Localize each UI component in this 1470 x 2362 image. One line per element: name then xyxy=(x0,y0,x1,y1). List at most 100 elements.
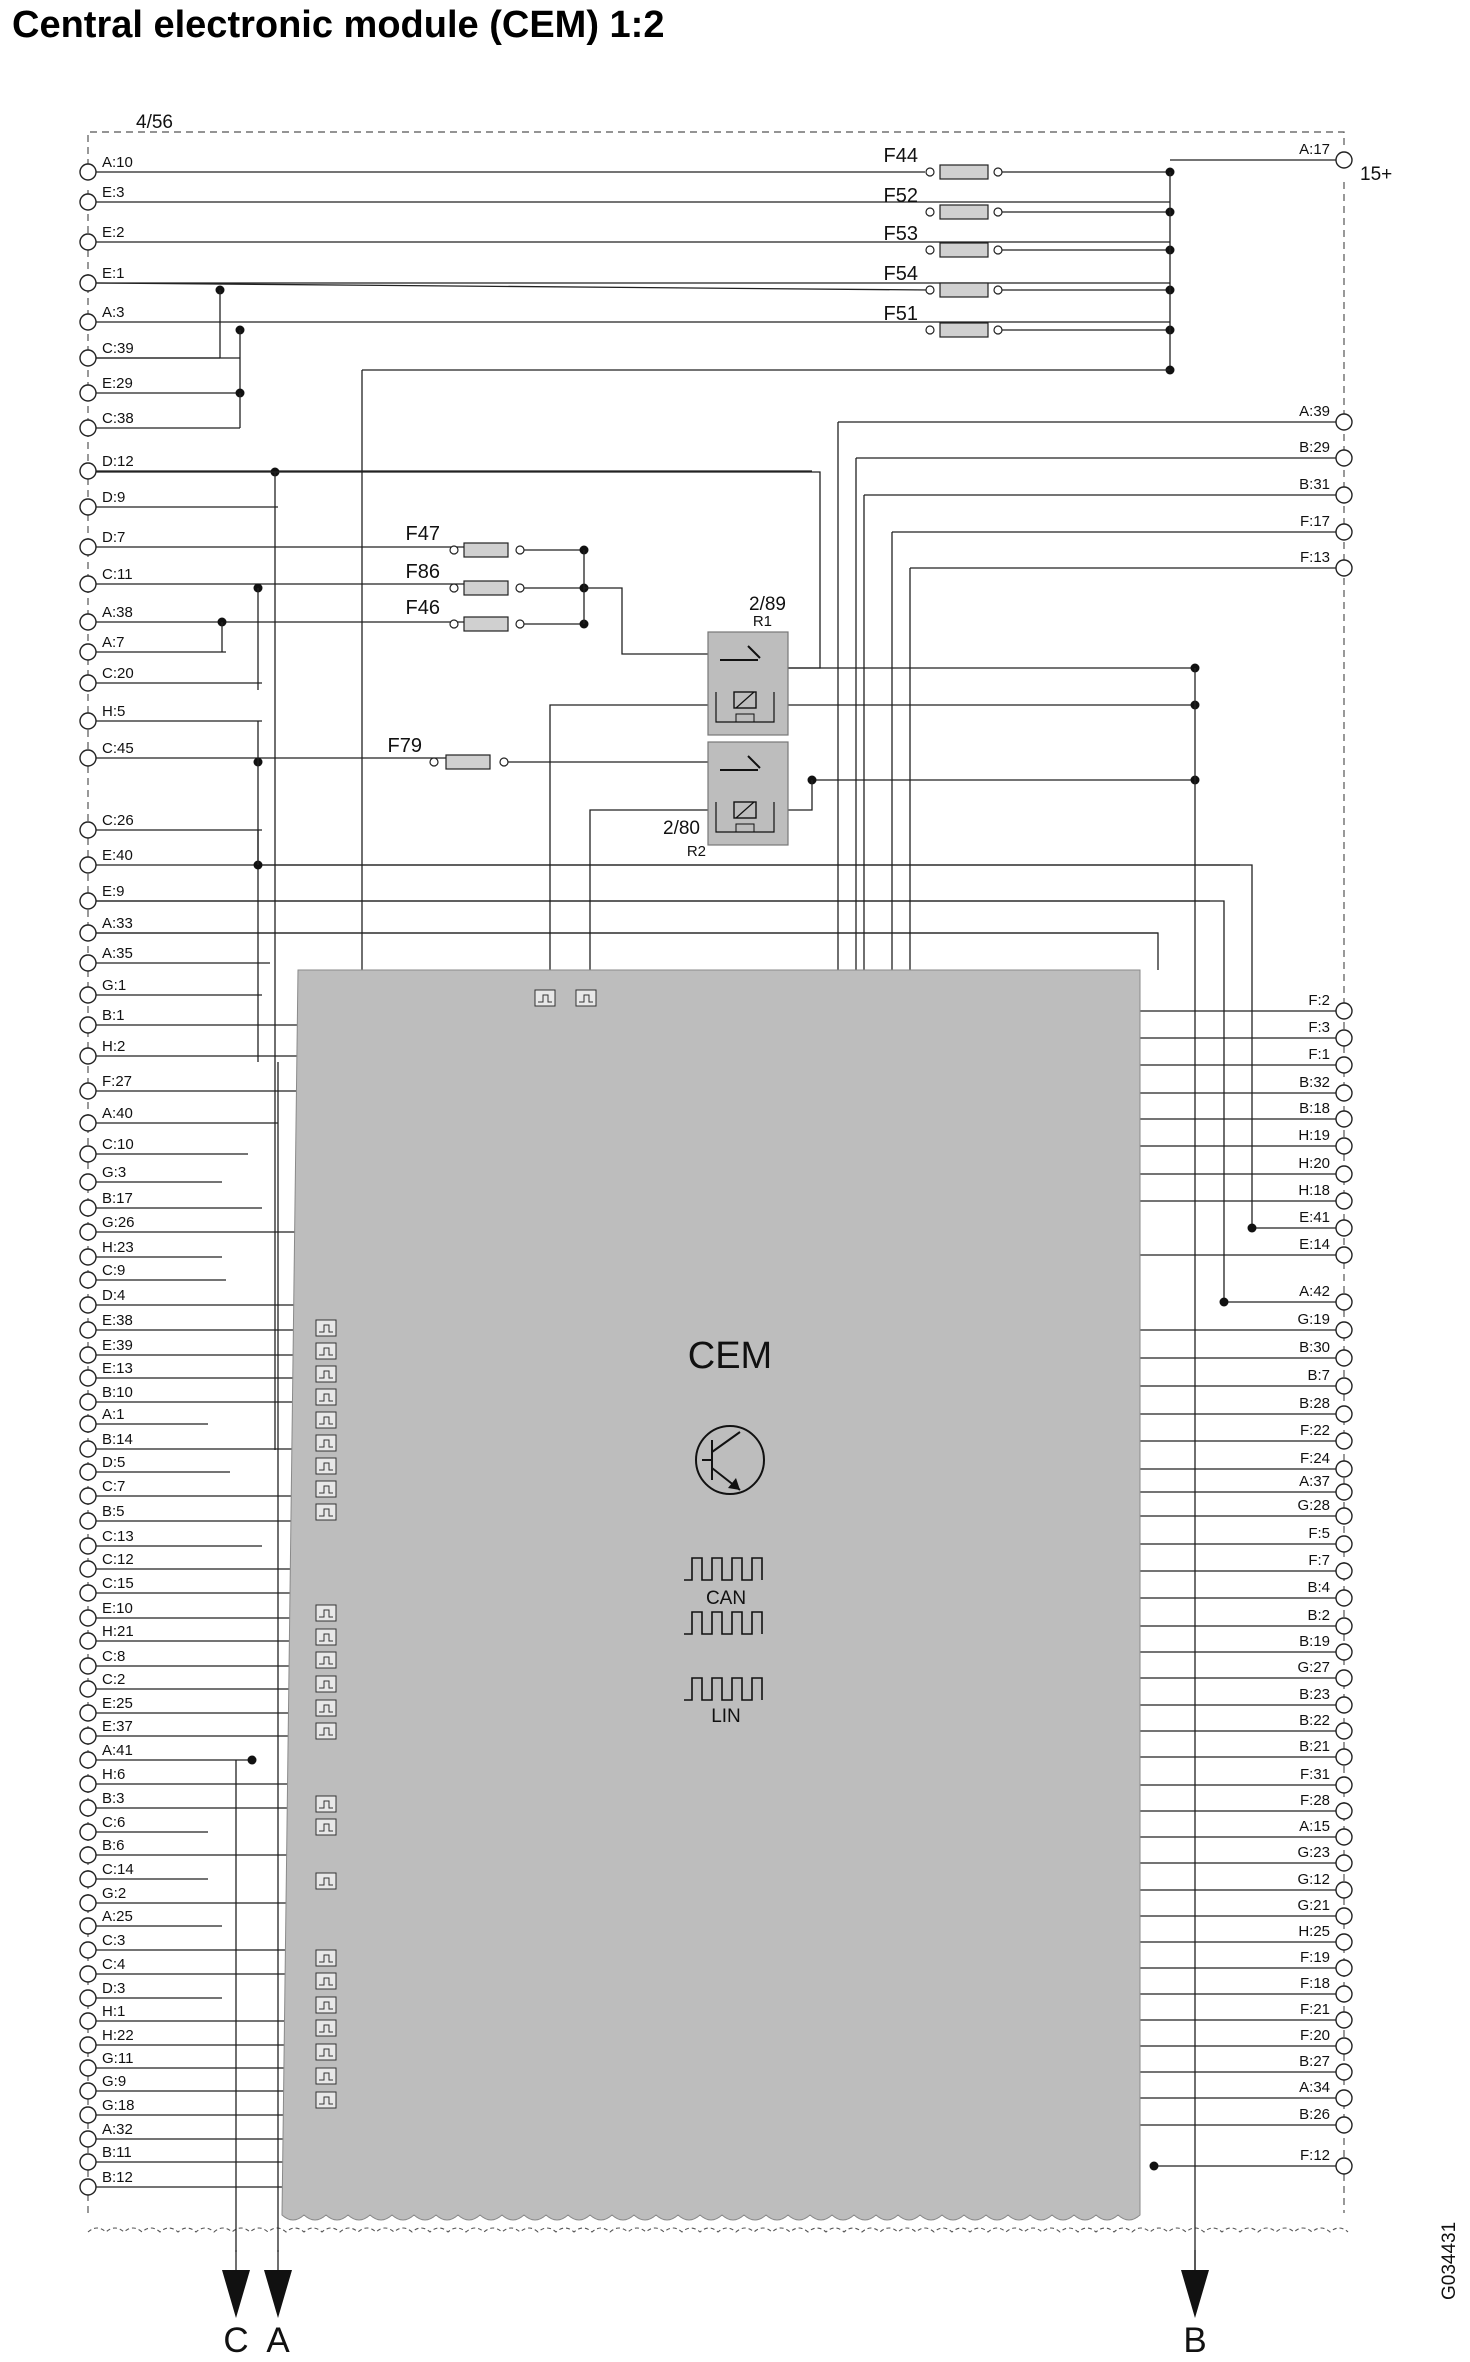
connector-pin-icon xyxy=(1335,1432,1353,1450)
connector-pin-label: E:9 xyxy=(102,883,125,900)
connector-pin-label: A:25 xyxy=(102,1908,133,1925)
right-connector-f-20: F:20 xyxy=(1300,2027,1353,2055)
wire xyxy=(96,471,821,669)
symbol-box xyxy=(315,1795,337,1813)
cem-input-symbol-icon xyxy=(315,1388,337,1406)
connector-pin-icon xyxy=(79,2153,97,2171)
cem-input-symbol-icon xyxy=(575,989,597,1007)
fuse-f47: F47 xyxy=(406,523,525,558)
connector-pin-label: C:39 xyxy=(102,340,134,357)
connector-pin-label: H:22 xyxy=(102,2027,134,2044)
fuse-terminal-icon xyxy=(993,207,1003,217)
symbol-box xyxy=(315,2043,337,2061)
connector-pin-label: G:27 xyxy=(1297,1659,1330,1676)
cem-input-symbol-icon xyxy=(315,2043,337,2061)
left-connector-h-5: H:5 xyxy=(79,703,125,730)
connector-pin-label: D:9 xyxy=(102,489,125,506)
right-connector-a-39: A:39 xyxy=(1299,403,1353,431)
relay-feed xyxy=(584,587,712,655)
connector-pin-label: B:6 xyxy=(102,1837,125,1854)
fuse-f53: F53 xyxy=(884,223,1003,258)
connector-pin-icon xyxy=(79,538,97,556)
wire xyxy=(96,900,1225,1302)
connector-pin-icon xyxy=(79,1846,97,1864)
left-connector-e-40: E:40 xyxy=(79,847,133,874)
connector-pin-label: H:2 xyxy=(102,1038,125,1055)
cem-input-symbol-icon xyxy=(315,1480,337,1498)
left-connector-h-1: H:1 xyxy=(79,2003,125,2030)
right-connector-g-28: G:28 xyxy=(1297,1497,1353,1525)
left-connector-a-40: A:40 xyxy=(79,1105,133,1132)
output-c-arrow-icon xyxy=(222,2270,250,2318)
connector-pin-label: B:12 xyxy=(102,2169,133,2186)
symbol-box xyxy=(315,1365,337,1383)
right-connector-h-18: H:18 xyxy=(1298,1182,1353,1210)
connector-pin-icon xyxy=(1335,1828,1353,1846)
connector-pin-label: B:32 xyxy=(1299,1074,1330,1091)
connector-pin-label: B:14 xyxy=(102,1431,133,1448)
symbol-box xyxy=(575,989,597,1007)
connector-pin-label: E:37 xyxy=(102,1718,133,1735)
left-connector-h-6: H:6 xyxy=(79,1766,125,1793)
connector-pin-label: C:20 xyxy=(102,665,134,682)
connector-pin-icon xyxy=(79,2059,97,2077)
cem-input-symbol-icon xyxy=(315,1949,337,1967)
relay-coil-frame xyxy=(715,692,775,723)
wire xyxy=(95,282,931,291)
right-connector-b-7: B:7 xyxy=(1307,1367,1353,1395)
symbol-box xyxy=(315,1675,337,1693)
connector-pin-label: E:38 xyxy=(102,1312,133,1329)
cem-input-symbol-icon xyxy=(315,1365,337,1383)
symbol-pulse xyxy=(319,1954,333,1963)
connector-pin-icon xyxy=(1335,1589,1353,1607)
cem-input-symbol-icon xyxy=(315,1818,337,1836)
connector-pin-label: F:12 xyxy=(1300,2147,1330,2164)
connector-pin-label: C:38 xyxy=(102,410,134,427)
connector-pin-label: B:3 xyxy=(102,1790,125,1807)
left-connector-c-39: C:39 xyxy=(79,340,134,367)
connector-pin-icon xyxy=(79,1775,97,1793)
connector-pin-icon xyxy=(1335,1165,1353,1183)
left-connector-c-20: C:20 xyxy=(79,665,134,692)
connector-pin-icon xyxy=(79,2036,97,2054)
wire xyxy=(788,780,813,811)
connector-pin-label: E:39 xyxy=(102,1337,133,1354)
right-connector-b-23: B:23 xyxy=(1299,1686,1353,1714)
cem-input-symbol-icon xyxy=(315,1457,337,1475)
symbol-pulse xyxy=(319,2096,333,2105)
page-title: Central electronic module (CEM) 1:2 xyxy=(12,4,665,46)
junction-dot xyxy=(1219,1297,1229,1307)
can-label: CAN xyxy=(706,1588,746,1609)
symbol-box xyxy=(315,2019,337,2037)
connector-pin-label: B:27 xyxy=(1299,2053,1330,2070)
symbol-box xyxy=(315,1872,337,1890)
connector-pin-icon xyxy=(1335,1535,1353,1553)
left-connector-g-18: G:18 xyxy=(79,2097,135,2124)
connector-pin-icon xyxy=(79,1415,97,1433)
right-connector-g-27: G:27 xyxy=(1297,1659,1353,1687)
symbol-pulse xyxy=(319,1704,333,1713)
connector-pin-icon xyxy=(1335,486,1353,504)
connector-pin-label: H:19 xyxy=(1298,1127,1330,1144)
relay-id-label: 2/89 xyxy=(749,594,786,615)
symbol-pulse xyxy=(319,1656,333,1665)
symbol-pulse xyxy=(319,2024,333,2033)
relay-coil-to-cem xyxy=(589,809,708,970)
right-connector-f-31: F:31 xyxy=(1300,1766,1353,1794)
cem-input-symbol-icon xyxy=(315,1319,337,1337)
right-connector-h-19: H:19 xyxy=(1298,1127,1353,1155)
fuse-label: F79 xyxy=(388,735,422,757)
left-connector-b-6: B:6 xyxy=(79,1837,125,1864)
left-connector-e-29: E:29 xyxy=(79,375,133,402)
transistor-icon xyxy=(695,1425,765,1495)
connector-pin-label: E:29 xyxy=(102,375,133,392)
connector-pin-icon xyxy=(79,712,97,730)
fuse-terminal-icon xyxy=(429,757,439,767)
connector-pin-icon xyxy=(1335,2037,1353,2055)
symbol-box xyxy=(315,1651,337,1669)
left-connector-h-22: H:22 xyxy=(79,2027,134,2054)
connector-pin-label: G:9 xyxy=(102,2073,126,2090)
left-connector-e-1: E:1 xyxy=(79,265,125,292)
